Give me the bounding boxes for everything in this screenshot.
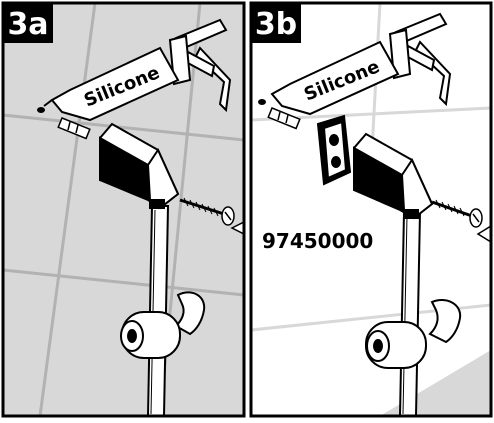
panel-border-3b [249,1,493,418]
step-label-3b: 3b [255,7,297,42]
holder-3b [353,132,434,220]
slider-clamp-3a [120,291,206,359]
holder-3a [99,122,180,210]
step-badge-3b: 3b [251,3,301,43]
wall-plug-3b [267,107,301,130]
screw-3a [179,197,235,226]
panel-border-3a [1,1,246,418]
step-badge-3a: 3a [3,3,53,43]
silicone-gun-3b [270,12,452,116]
silicone-gun-3a [43,18,232,122]
mounting-bracket [316,114,352,186]
tile-grout-3a [2,2,245,417]
panel-3b: 97450000 Silicone 3b [249,1,493,418]
slide-rail-3b [398,211,422,417]
drill-hole-3a [37,107,45,113]
drill-hole-3b [258,99,266,105]
step-label-3a: 3a [7,7,48,42]
panel-3a: Silicone 3a [1,1,246,418]
screw-3b [431,199,483,228]
slider-clamp-3b [365,299,462,369]
part-number-label: 97450000 [262,229,373,253]
wall-plug-3a [57,117,91,140]
